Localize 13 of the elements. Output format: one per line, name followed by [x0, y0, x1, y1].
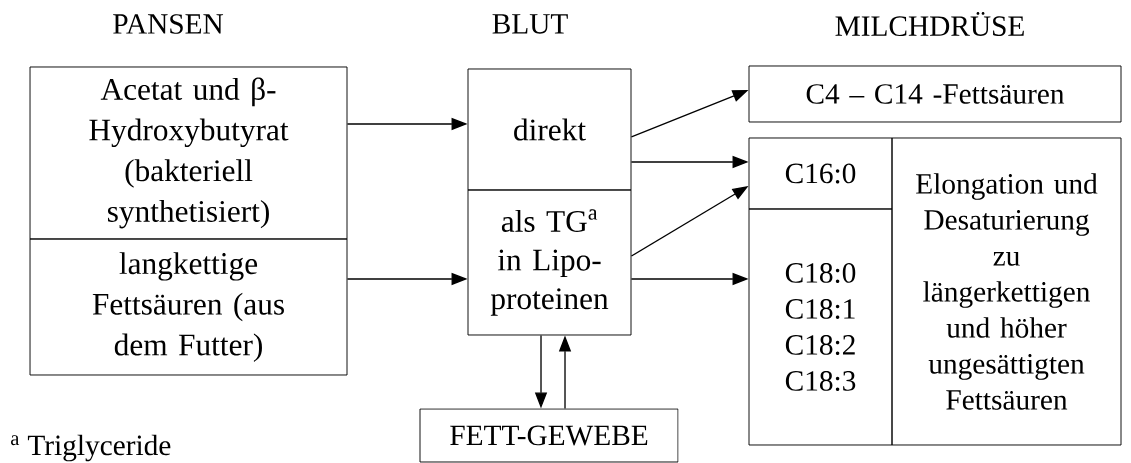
text-box: C4 – C14 -Fettsäuren	[748, 65, 1122, 123]
text-box: direkt	[467, 68, 632, 191]
column-heading: PANSEN	[113, 14, 224, 34]
text-box: C16:0	[748, 137, 893, 210]
text-box: langkettige Fettsäuren (aus dem Futter)	[29, 238, 348, 376]
footnote: $^{a}$ Triglyceride	[11, 434, 171, 462]
column-heading: BLUT	[492, 14, 568, 34]
column-heading: MILCHDRÜSE	[835, 12, 1024, 37]
text-box: C18:0 C18:1 C18:2 C18:3	[748, 208, 893, 446]
text-box: FETT-GEWEBE	[419, 408, 679, 463]
text-box: Acetat und β-Hydroxybutyrat (bakteriell synthetisiert)	[29, 66, 348, 240]
text-box: als TG$^{a}$ in Lipo- proteinen	[467, 189, 632, 336]
text-box: Elongation und Desaturierung zu längerkettigen und höher ungesättigten Fettsäuren	[891, 137, 1122, 446]
